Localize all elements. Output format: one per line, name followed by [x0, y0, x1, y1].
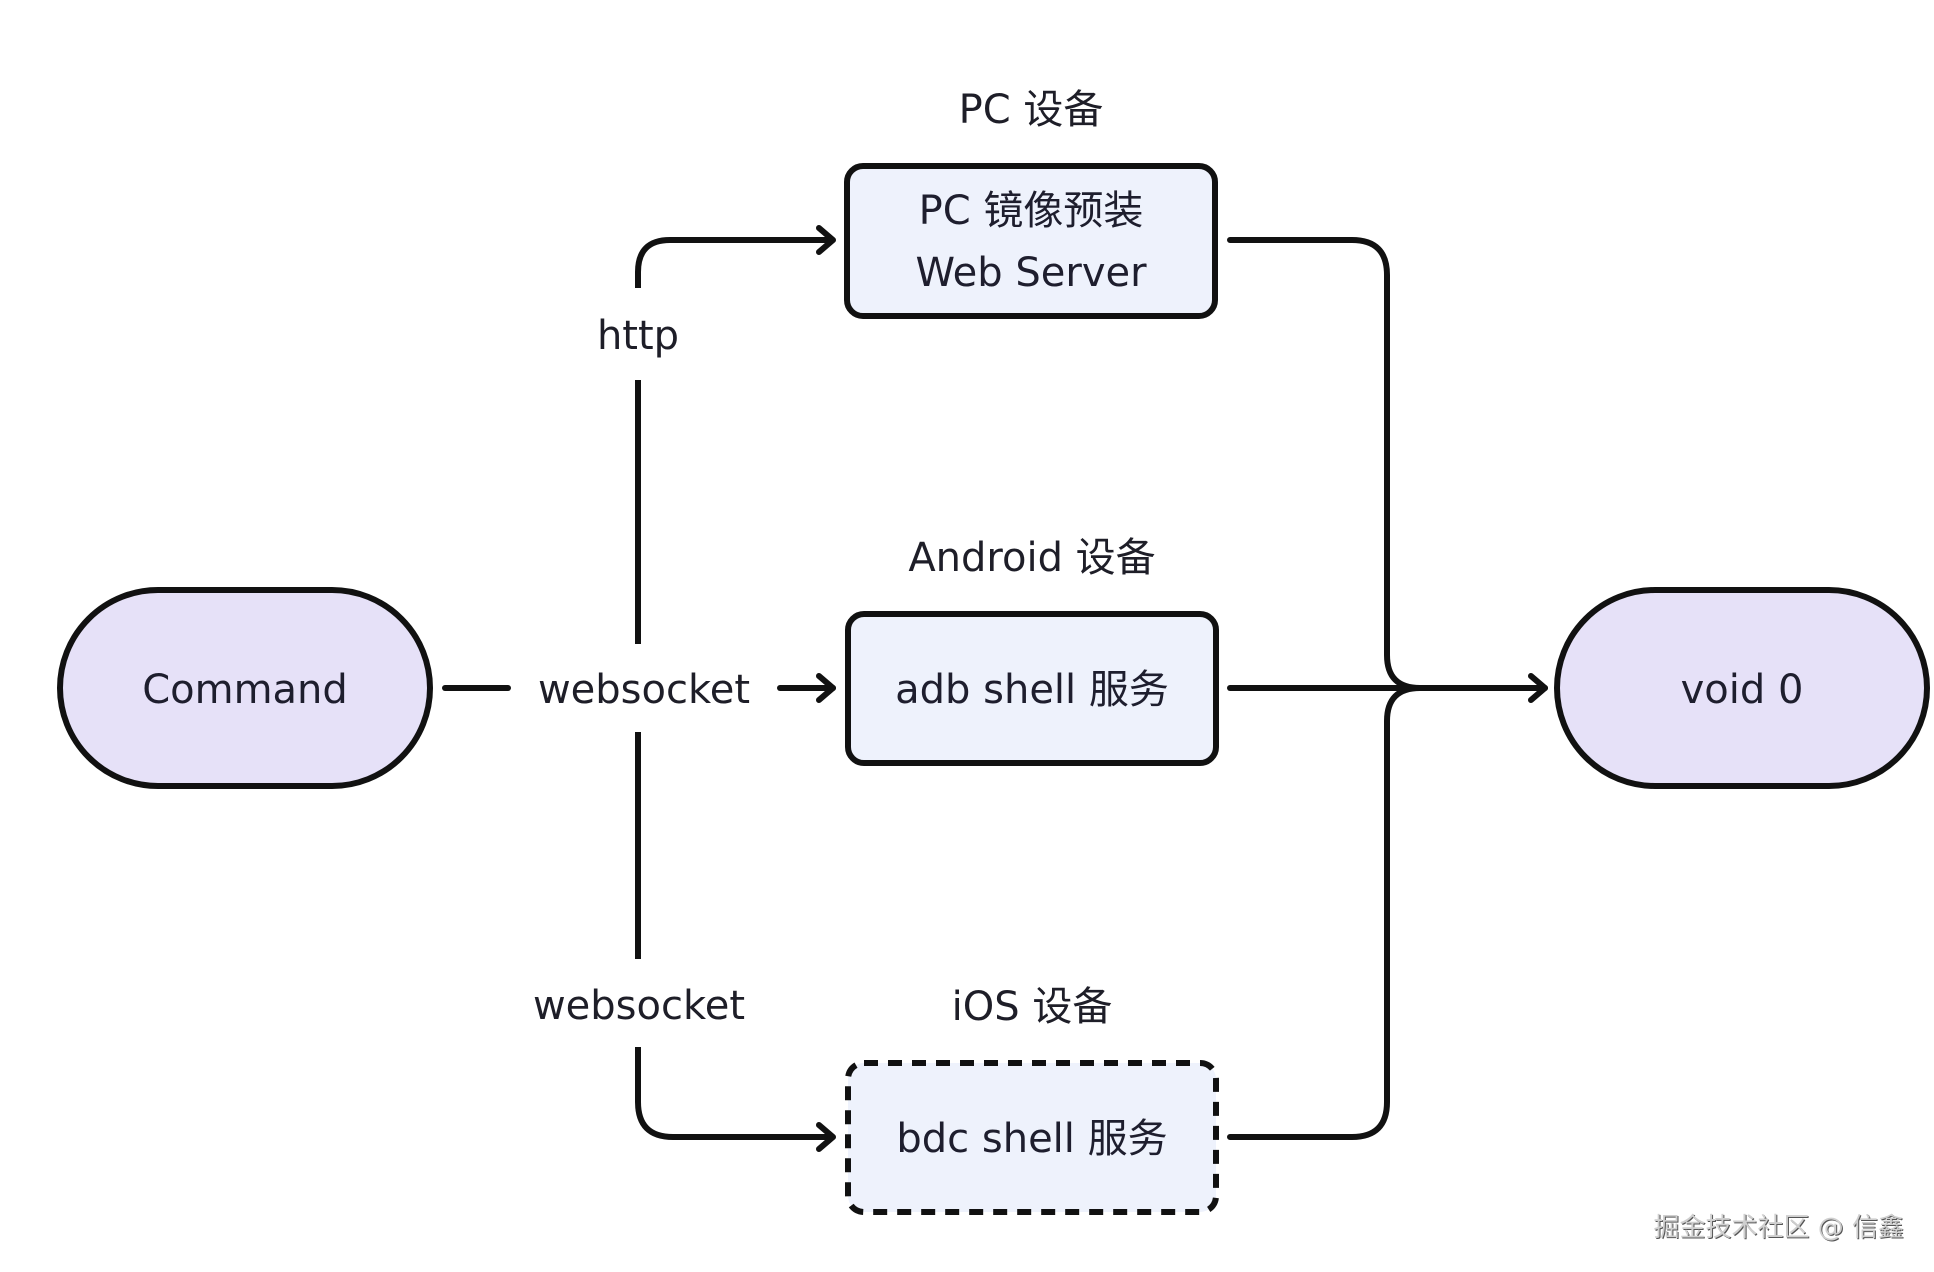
android-group-label: Android 设备 — [908, 535, 1156, 581]
android-node-label: adb shell 服务 — [895, 667, 1169, 713]
pc-node-line2: Web Server — [915, 250, 1147, 296]
pc-node-line1: PC 镜像预装 — [918, 188, 1144, 234]
edge-websocket-ios — [635, 1047, 836, 1152]
ios-node[interactable] — [845, 1060, 1219, 1215]
ios-group-label: iOS 设备 — [951, 984, 1113, 1030]
watermark: 掘金技术社区 @ 信鑫 — [1653, 1213, 1904, 1243]
edge-http-pc — [635, 225, 836, 288]
void-node-label: void 0 — [1680, 667, 1804, 713]
edge-ios-void — [1227, 685, 1423, 1140]
edge-label-websocket-ios: websocket — [526, 982, 752, 1030]
pc-node[interactable] — [844, 163, 1218, 319]
command-node[interactable] — [57, 587, 433, 789]
android-node[interactable] — [845, 611, 1219, 766]
edge-label-websocket-android: websocket — [531, 666, 757, 714]
pc-group-label: PC 设备 — [958, 87, 1104, 133]
edge-label-http: http — [590, 312, 686, 360]
ios-node-label: bdc shell 服务 — [896, 1116, 1168, 1162]
void-node[interactable] — [1554, 587, 1930, 789]
edge-pc-void — [1227, 237, 1423, 691]
command-node-label: Command — [142, 667, 348, 713]
